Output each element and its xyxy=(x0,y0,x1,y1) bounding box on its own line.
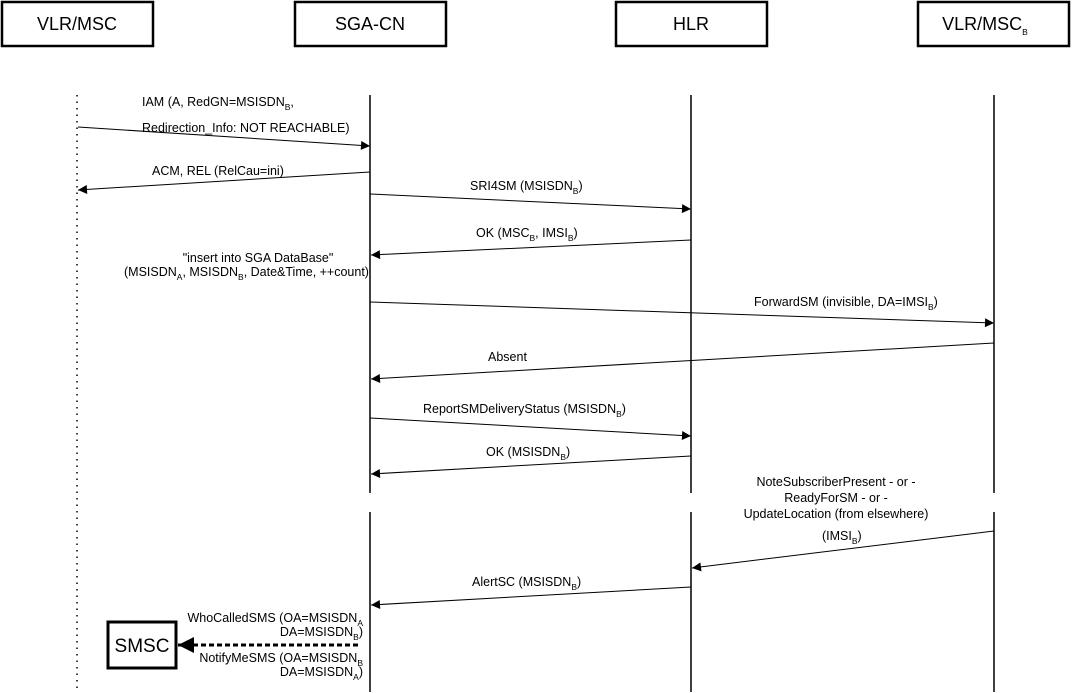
arrow-report-delivery-status xyxy=(369,417,692,440)
arrow-alertsc xyxy=(370,586,692,609)
note-insert-database: "insert into SGA DataBase" (MSISDNA, MSI… xyxy=(124,251,369,282)
message-alertsc: AlertSC (MSISDNB) xyxy=(370,575,692,609)
entity-sga-cn: SGA-CN xyxy=(293,0,448,48)
message-whocalledsms: WhoCalledSMS (OA=MSISDNA DA=MSISDNB) xyxy=(187,611,363,642)
label-ok-msc-imsi: OK (MSCB, IMSIB) xyxy=(476,226,578,243)
label-note-line2: ReadyForSM - or - xyxy=(784,491,888,505)
arrow-sri4sm xyxy=(369,193,692,214)
label-absent: Absent xyxy=(488,350,527,364)
arrow-acm xyxy=(77,171,371,194)
message-iam: IAM (A, RedGN=MSISDNB, Redirection_Info:… xyxy=(77,95,371,150)
label-whocalled-line1: WhoCalledSMS (OA=MSISDNA xyxy=(187,611,363,628)
label-note-line3: UpdateLocation (from elsewhere) xyxy=(744,507,929,521)
message-note-subscriber-present: NoteSubscriberPresent - or - ReadyForSM … xyxy=(691,475,995,572)
message-acm: ACM, REL (RelCau=ini) xyxy=(77,164,371,194)
label-notify-line1: NotifyMeSMS (OA=MSISDNB xyxy=(199,651,363,668)
label-alertsc: AlertSC (MSISDNB) xyxy=(472,575,581,592)
label-sri4sm: SRI4SM (MSISDNB) xyxy=(470,179,583,196)
entity-sga-cn-label: SGA-CN xyxy=(335,14,405,34)
label-insert-line2: (MSISDNA, MSISDNB, Date&Time, ++count) xyxy=(124,265,369,282)
message-notifymesms: NotifyMeSMS (OA=MSISDNB DA=MSISDNA) xyxy=(199,651,363,682)
entity-hlr: HLR xyxy=(614,0,769,48)
arrow-iam xyxy=(77,126,371,150)
label-report-delivery-status: ReportSMDeliveryStatus (MSISDNB) xyxy=(423,402,626,419)
arrow-ok-msc-imsi xyxy=(370,239,692,260)
entity-vlr-msc: VLR/MSC xyxy=(0,0,155,48)
message-sri4sm: SRI4SM (MSISDNB) xyxy=(369,179,692,214)
message-ok-msc-imsi: OK (MSCB, IMSIB) xyxy=(370,226,692,260)
arrow-absent xyxy=(370,342,995,383)
label-whocalled-line2: DA=MSISDNB) xyxy=(280,625,363,642)
label-insert-line1: "insert into SGA DataBase" xyxy=(183,251,334,265)
arrow-note-subscriber-present xyxy=(691,530,995,572)
label-iam-line2: Redirection_Info: NOT REACHABLE) xyxy=(142,121,350,135)
smsc-node: SMSC xyxy=(106,620,178,670)
label-acm: ACM, REL (RelCau=ini) xyxy=(152,164,284,178)
smsc-label: SMSC xyxy=(115,636,170,657)
message-absent: Absent xyxy=(370,342,995,383)
message-forwardsm: ForwardSM (invisible, DA=IMSIB) xyxy=(369,295,995,328)
label-iam-line1: IAM (A, RedGN=MSISDNB, xyxy=(142,95,294,112)
label-notify-line2: DA=MSISDNA) xyxy=(280,665,363,682)
label-ok-msisdn: OK (MSISDNB) xyxy=(486,445,570,462)
label-note-line1: NoteSubscriberPresent - or - xyxy=(756,475,915,489)
entity-vlr-msc-label: VLR/MSC xyxy=(37,14,117,34)
label-forwardsm: ForwardSM (invisible, DA=IMSIB) xyxy=(754,295,938,312)
arrow-ok-msisdn xyxy=(370,455,692,478)
message-report-delivery-status: ReportSMDeliveryStatus (MSISDNB) xyxy=(369,402,692,440)
message-ok-msisdn: OK (MSISDNB) xyxy=(370,445,692,478)
label-note-line4: (IMSIB) xyxy=(822,529,862,546)
entity-hlr-label: HLR xyxy=(673,14,709,34)
entity-vlr-msc-b-label: VLR/MSCB xyxy=(942,14,1028,37)
entity-vlr-msc-b: VLR/MSCB xyxy=(916,0,1071,48)
arrow-forwardsm xyxy=(369,301,995,328)
